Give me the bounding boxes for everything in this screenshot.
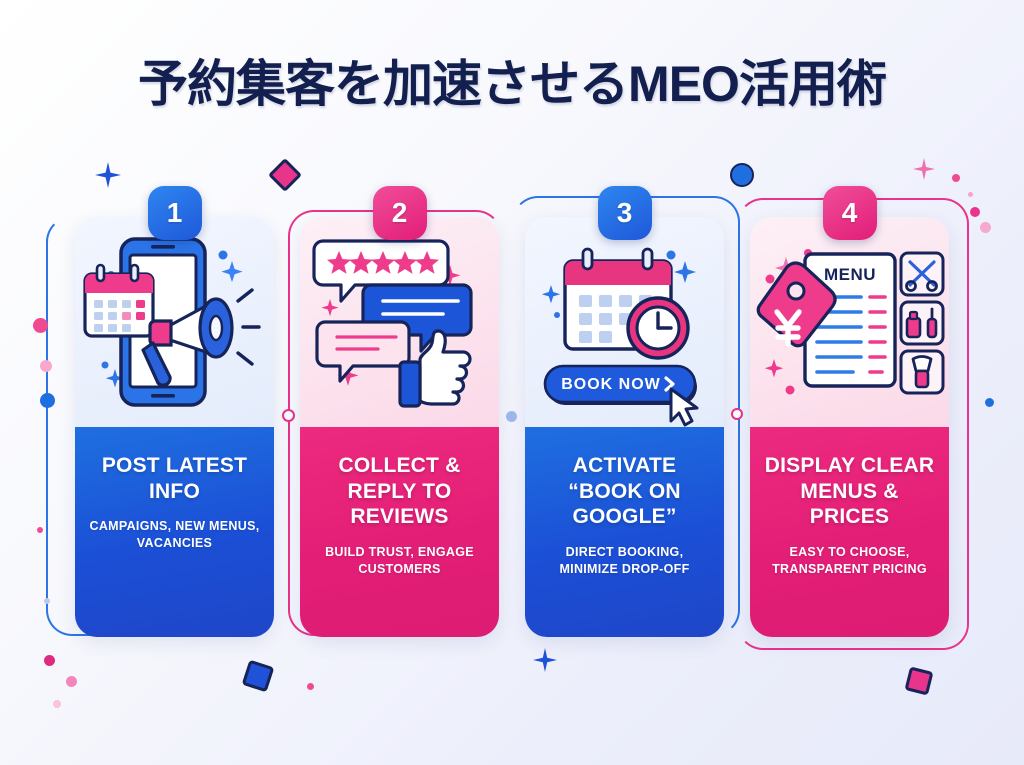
step-subtitle-4: EASY TO CHOOSE, TRANSPARENT PRICING [772, 544, 927, 577]
step-number-badge-2: 2 [372, 186, 427, 240]
dot-accent [53, 700, 61, 708]
step-card-4[interactable]: 4 MENU [750, 186, 949, 637]
step-illustration-4: MENU [750, 217, 949, 427]
circle-accent-blue [730, 163, 754, 187]
step-card-1[interactable]: 1 [75, 186, 274, 637]
step-illustration-1 [75, 217, 274, 427]
step-headline-1: POST LATEST INFO [101, 454, 248, 503]
dot-accent [66, 676, 77, 687]
step-headline-3: ACTIVATE “BOOK ON GOOGLE” [568, 454, 681, 529]
square-accent-pink [904, 666, 934, 696]
step-subtitle-2: BUILD TRUST, ENGAGE CUSTOMERS [325, 544, 474, 577]
svg-text:MENU: MENU [824, 265, 876, 284]
sparkle-icon [95, 162, 121, 188]
step-illustration-3: BOOK NOW [525, 217, 724, 427]
step-number-badge-4: 4 [822, 186, 877, 240]
step-number-badge-1: 1 [147, 186, 202, 240]
step-card-2[interactable]: 2 [300, 186, 499, 637]
step-subtitle-1: CAMPAIGNS, NEW MENUS, VACANCIES [89, 519, 260, 551]
steps-row: 1 [0, 186, 1024, 656]
page-title: 予約集客を加速させるMEO活用術 [138, 56, 887, 112]
step-card-3[interactable]: 3 [525, 186, 724, 637]
svg-text:BOOK NOW: BOOK NOW [561, 376, 661, 393]
dot-accent [44, 655, 55, 666]
step-headline-4: DISPLAY CLEAR MENUS & PRICES [764, 454, 935, 529]
sparkle-icon [913, 158, 935, 180]
page-title-wrap: 予約集客を加速させるMEO活用術 [0, 44, 1024, 116]
dot-accent [307, 683, 314, 690]
step-number-badge-3: 3 [597, 186, 652, 240]
dot-accent [952, 174, 960, 182]
step-illustration-2 [300, 217, 499, 427]
step-headline-2: COLLECT & REPLY TO REVIEWS [338, 454, 461, 529]
square-accent-blue [241, 659, 275, 693]
step-subtitle-3: DIRECT BOOKING, MINIMIZE DROP-OFF [559, 544, 690, 577]
